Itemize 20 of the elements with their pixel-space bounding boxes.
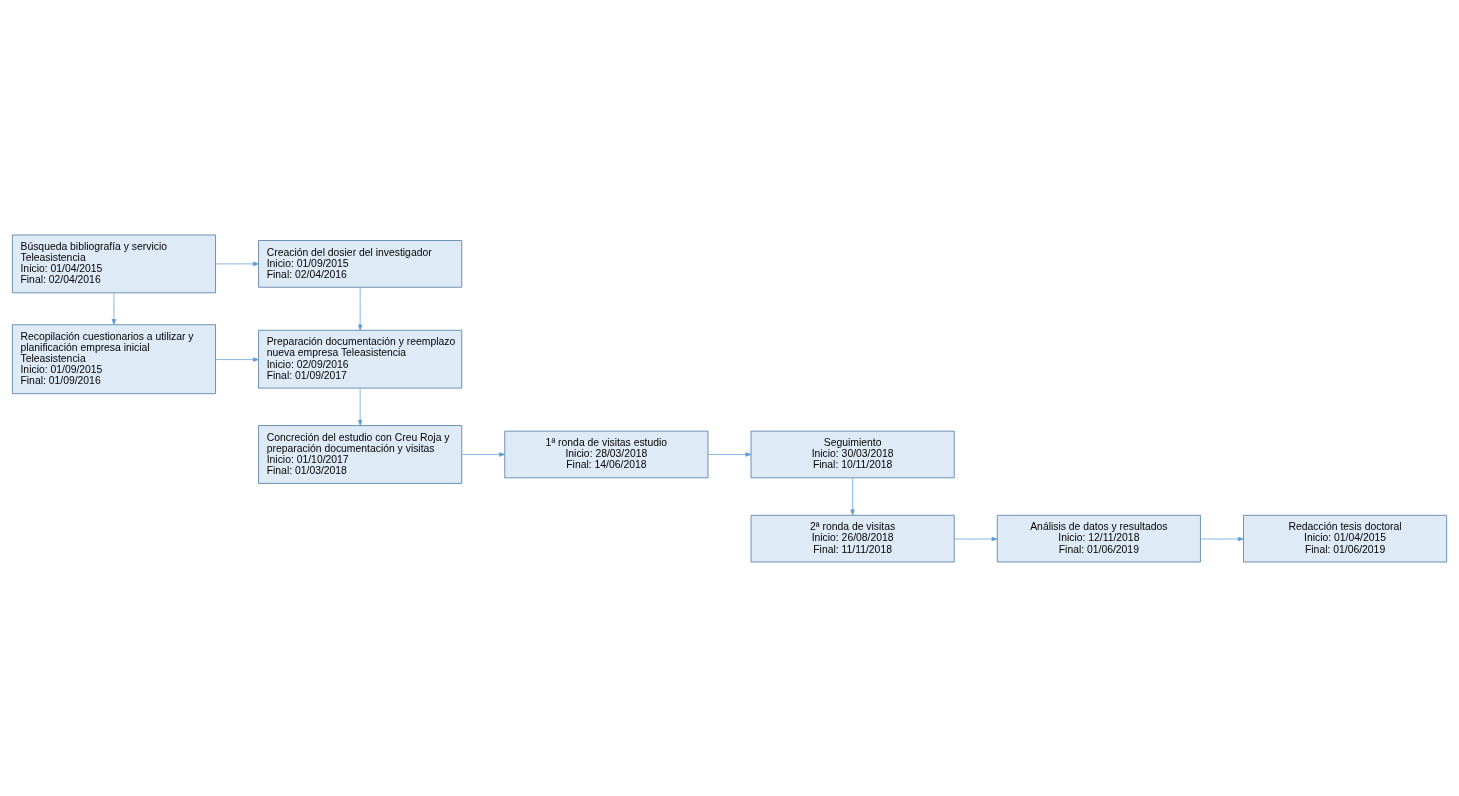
arrow [954,536,998,541]
node-box: 2ª ronda de visitas Inicio: 26/08/2018 Final: 11/11/2018 [750,514,955,562]
node-box: 1ª ronda de visitas estudio Inicio: 28/03/2018 Final: 14/06/2018 [504,430,709,478]
arrow [215,356,259,362]
node-box: Análisis de datos y resultados Inicio: 12/11/2018 Final: 01/06/2019 [996,514,1201,562]
arrow [111,292,117,325]
arrow [215,261,259,266]
arrow [707,451,752,457]
node-box: Búsqueda bibliografía y servicio Teleasistencia Inicio: 01/04/2015 Final: 02/04/2016 [11,234,216,293]
arrow [850,477,855,515]
arrow [357,387,363,426]
arrow [357,286,363,330]
node-box: Recopilación cuestionarios a utilizar y planificación empresa inicial Teleasistencia Inicio: 01/09/2015 Final: 01/09/2016 [11,323,216,394]
node-box: Redacción tesis doctoral Inicio: 01/04/2015 Final: 01/06/2019 [1243,514,1448,562]
arrow [461,451,506,457]
arrow [1200,536,1244,541]
node-box: Preparación documentación y reemplazo nueva empresa Teleasistencia Inicio: 02/09/2016 Final: 01/09/2017 [258,329,463,388]
node-box: Seguimiento Inicio: 30/03/2018 Final: 10/11/2018 [750,430,955,478]
node-box: Creación del dosier del investigador Inicio: 01/09/2015 Final: 02/04/2016 [258,239,463,288]
node-box: Concreción del estudio con Creu Roja y preparación documentación y visitas Inicio: 01/10/2017 Final: 01/03/2018 [258,424,463,484]
